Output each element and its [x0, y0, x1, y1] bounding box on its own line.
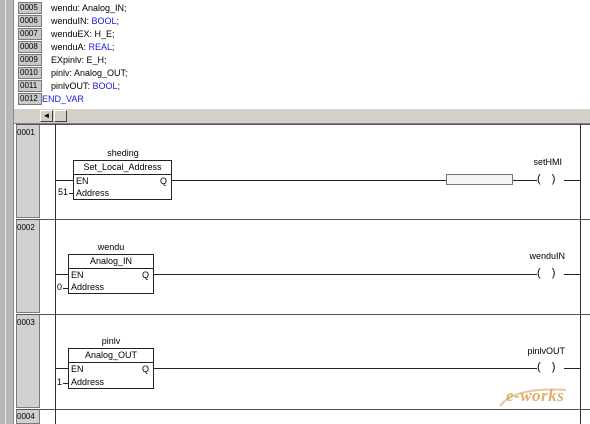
address-wire [69, 193, 74, 194]
address-constant[interactable]: 0 [57, 282, 63, 292]
line-number: 0010 [18, 67, 42, 79]
line-number: 0005 [18, 2, 42, 14]
network-number: 0002 [17, 223, 35, 232]
decl-text: wendu: Analog_IN; [51, 3, 127, 13]
decl-text: pinlvOUT: BOOL; [51, 81, 121, 91]
en-pin: EN [76, 176, 89, 186]
decl-text: wenduA: REAL; [51, 42, 115, 52]
address-constant[interactable]: 51 [58, 187, 69, 197]
e-works-swoosh-icon [499, 388, 567, 407]
decl-text: wenduEX: H_E; [51, 29, 115, 39]
coil-icon[interactable]: ( ) [537, 361, 560, 373]
fb-header-line [69, 362, 153, 363]
scroll-left-arrow-icon[interactable]: ◄ [40, 110, 53, 122]
network-0003[interactable]: 0003 pinlv Analog_OUT EN Q Address 1 pin… [14, 314, 590, 409]
network-number-column [16, 124, 40, 218]
line-number: 0008 [18, 41, 42, 53]
decl-text: wenduIN: BOOL; [51, 16, 120, 26]
network-number-column [16, 219, 40, 313]
decl-line[interactable]: 0010 pinlv: Analog_OUT; [14, 67, 590, 80]
e-works-logo: e-works [496, 384, 582, 410]
coil-variable-name: pinlvOUT [527, 346, 565, 356]
en-wire [56, 180, 74, 181]
line-number: 0012 [18, 93, 42, 105]
q-pin: Q [141, 364, 149, 374]
network-separator [16, 124, 590, 125]
address-pin: Address [71, 377, 105, 387]
horizontal-scrollbar[interactable]: ◄ [14, 108, 590, 124]
variable-declaration-pane[interactable]: 0005 wendu: Analog_IN; 0006 wenduIN: BOO… [14, 0, 590, 108]
address-wire [63, 383, 69, 384]
network-number-column [16, 314, 40, 408]
fb-type-label: Analog_OUT [84, 350, 138, 360]
network-number: 0004 [17, 412, 35, 421]
decl-line[interactable]: 0007 wenduEX: H_E; [14, 28, 590, 41]
coil-variable-name: wenduIN [529, 251, 565, 261]
coil-variable-name: setHMI [533, 157, 562, 167]
function-block[interactable]: Set_Local_Address EN Q Address [73, 160, 172, 200]
fb-type-label: Analog_IN [89, 256, 133, 266]
coil-out-wire [564, 368, 580, 369]
q-wire [154, 274, 537, 275]
address-wire [63, 288, 69, 289]
decl-line[interactable]: 0008 wenduA: REAL; [14, 41, 590, 54]
coil-wire [513, 180, 537, 181]
q-pin: Q [159, 176, 167, 186]
line-number: 0007 [18, 28, 42, 40]
network-0002[interactable]: 0002 wendu Analog_IN EN Q Address 0 wend… [14, 219, 590, 314]
right-power-rail [580, 124, 581, 424]
q-pin: Q [141, 270, 149, 280]
placeholder-element[interactable] [446, 174, 513, 185]
network-number: 0001 [17, 128, 35, 137]
network-0004[interactable]: 0004 [14, 409, 590, 424]
ladder-diagram-pane[interactable]: 0001 sheding Set_Local_Address EN Q Addr… [14, 124, 590, 424]
decl-line[interactable]: 0009 EXpinlv: E_H; [14, 54, 590, 67]
en-pin: EN [71, 270, 84, 280]
left-gutter [0, 0, 14, 424]
fb-instance-name: pinlv [101, 336, 121, 346]
decl-text: EXpinlv: E_H; [51, 55, 107, 65]
line-number: 0011 [18, 80, 42, 92]
network-0001[interactable]: 0001 sheding Set_Local_Address EN Q Addr… [14, 124, 590, 219]
en-wire [56, 274, 69, 275]
decl-line[interactable]: 0006 wenduIN: BOOL; [14, 15, 590, 28]
line-number: 0006 [18, 15, 42, 27]
watermark-text: e-works [506, 386, 565, 405]
line-number: 0009 [18, 54, 42, 66]
decl-text: END_VAR [42, 94, 84, 104]
coil-out-wire [564, 180, 580, 181]
decl-text: pinlv: Analog_OUT; [51, 68, 128, 78]
address-constant[interactable]: 1 [57, 377, 63, 387]
fb-instance-name: sheding [107, 148, 139, 158]
fb-instance-name: wendu [97, 242, 125, 252]
q-wire [172, 180, 446, 181]
network-separator [16, 409, 590, 410]
fb-header-line [69, 268, 153, 269]
en-wire [56, 368, 69, 369]
network-separator [16, 314, 590, 315]
decl-line[interactable]: 0005 wendu: Analog_IN; [14, 2, 590, 15]
address-pin: Address [71, 282, 105, 292]
coil-out-wire [564, 274, 580, 275]
scroll-thumb[interactable] [54, 110, 67, 122]
network-number: 0003 [17, 318, 35, 327]
address-pin: Address [76, 188, 110, 198]
en-pin: EN [71, 364, 84, 374]
function-block[interactable]: Analog_OUT EN Q Address [68, 348, 154, 389]
function-block[interactable]: Analog_IN EN Q Address [68, 254, 154, 294]
coil-icon[interactable]: ( ) [537, 173, 560, 185]
decl-line[interactable]: 0011 pinlvOUT: BOOL; [14, 80, 590, 93]
network-separator [16, 219, 590, 220]
left-power-rail [55, 124, 56, 424]
q-wire [154, 368, 537, 369]
coil-icon[interactable]: ( ) [537, 267, 560, 279]
fb-header-line [74, 174, 171, 175]
decl-line[interactable]: 0012 END_VAR [14, 93, 590, 106]
fb-type-label: Set_Local_Address [83, 162, 162, 172]
